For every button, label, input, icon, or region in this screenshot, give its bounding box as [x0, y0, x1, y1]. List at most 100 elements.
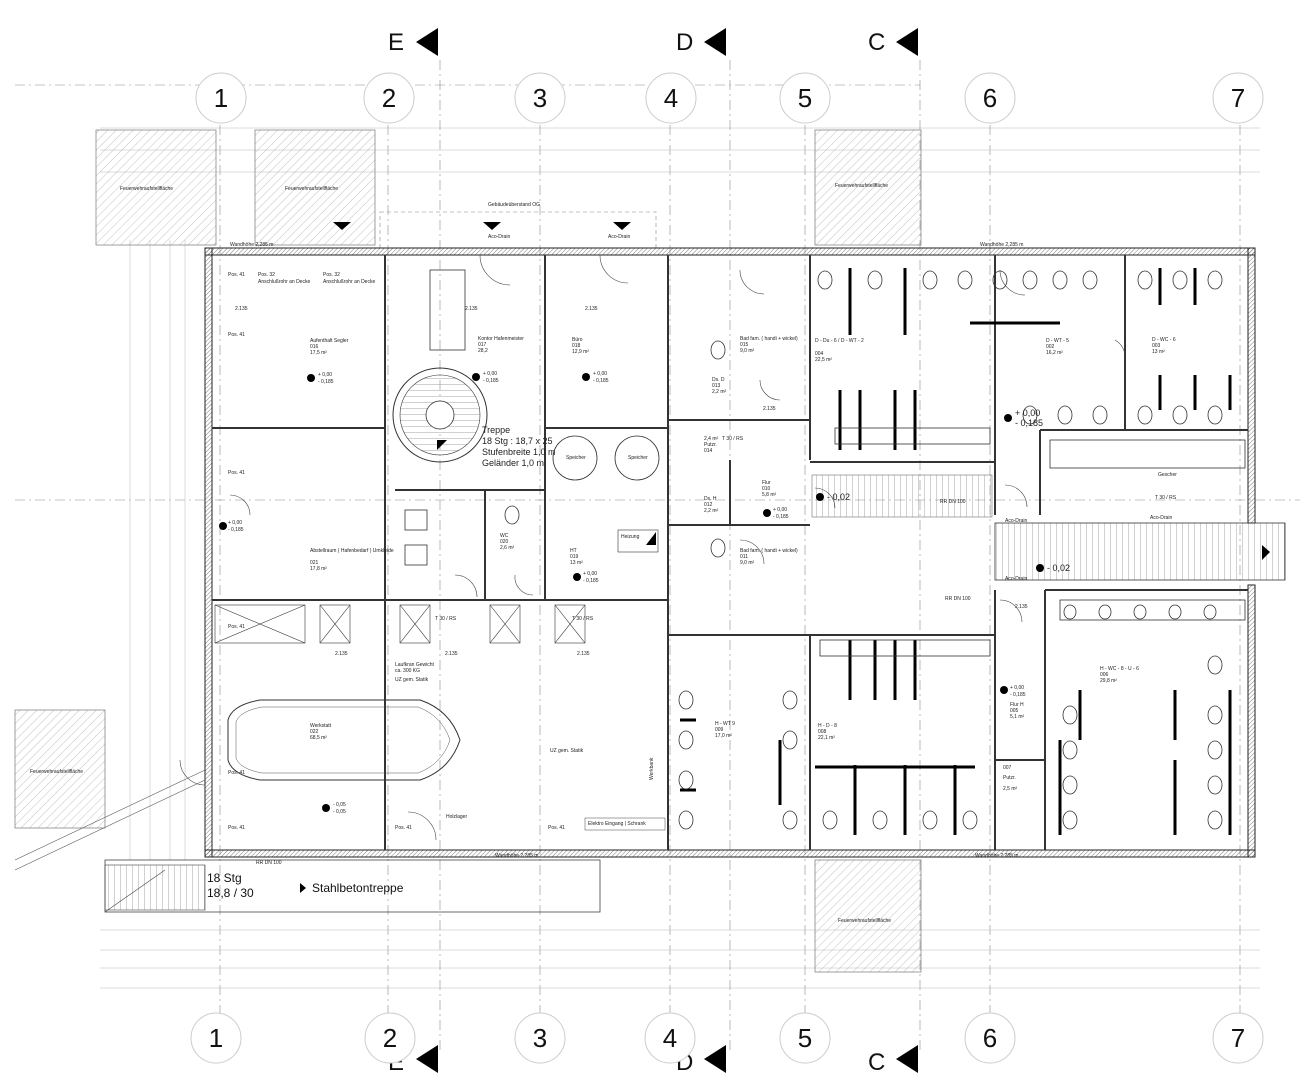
fire-label-1: Feuerwehraufstellfläche	[120, 186, 173, 192]
svg-text:Aufenthalt Segler: Aufenthalt Segler	[310, 338, 349, 344]
lvl-002-a: + 0,00	[1015, 408, 1040, 418]
svg-text:Büro: Büro	[572, 337, 583, 343]
axis-4-top: 4	[664, 83, 678, 113]
axis-1-bottom: 1	[209, 1023, 223, 1053]
section-markers-top: E D C	[388, 28, 918, 56]
lvl-016-b: - 0,185	[318, 379, 334, 385]
svg-text:014: 014	[704, 448, 713, 454]
svg-text:011: 011	[740, 554, 748, 560]
svg-text:5,8 m²: 5,8 m²	[762, 492, 777, 498]
aco-1: Aco-Drain	[1005, 576, 1027, 582]
room-014: 2,4 m² Putzr. 014	[704, 436, 719, 454]
svg-text:12,9 m²: 12,9 m²	[572, 349, 589, 355]
lvl-021-a: + 0,00	[228, 520, 242, 526]
lvl-corridor: - 0,02	[827, 492, 850, 502]
svg-text:019: 019	[570, 554, 579, 560]
axis-5-bottom-circle	[779, 1012, 831, 1064]
axis-2-bottom: 2	[383, 1023, 397, 1053]
axis-1-bottom-circle	[190, 1012, 242, 1064]
laufkran-label-2: ca. 300 KG	[395, 668, 420, 674]
speicher-tank-1	[552, 435, 598, 481]
svg-text:004: 004	[815, 351, 824, 357]
axis-3-top: 3	[533, 83, 547, 113]
svg-text:021: 021	[310, 560, 319, 566]
ramp-line-2	[14, 779, 206, 871]
elektro-label: Elektro Eingang | Schrank	[588, 821, 646, 827]
corridor-steps	[811, 474, 993, 518]
sanitary-partitions	[680, 268, 1232, 835]
pos41-7: Pos. 41	[395, 825, 412, 831]
lvl-010-a: + 0,00	[773, 507, 787, 513]
axis-4-top-circle	[645, 72, 697, 124]
svg-text:Werkstatt: Werkstatt	[310, 723, 332, 729]
svg-text:Flur H: Flur H	[1010, 702, 1024, 708]
axis-7-top-circle	[1212, 72, 1264, 124]
aco-4: Aco-Drain	[488, 234, 510, 240]
lvl-016-a: + 0,00	[318, 372, 332, 378]
upper-floor-overhang	[379, 211, 657, 249]
lvl-021-b: - 0,185	[228, 527, 244, 533]
rr-label-2: RR DN 100	[940, 499, 966, 505]
svg-text:007: 007	[1003, 765, 1012, 771]
svg-text:29,8 m²: 29,8 m²	[1100, 678, 1117, 684]
door-swings	[179, 254, 1126, 841]
section-c-top-arrow	[896, 28, 918, 56]
fire-area-top-left	[95, 129, 217, 246]
svg-text:002: 002	[1046, 344, 1055, 350]
axis-4-bottom: 4	[663, 1023, 677, 1053]
svg-text:13 m²: 13 m²	[1152, 349, 1165, 355]
svg-text:Putzr.: Putzr.	[704, 442, 717, 448]
axis-3-bottom: 3	[533, 1023, 547, 1053]
level-markers: + 0,00 - 0,185 + 0,00 - 0,185 + 0,00 - 0…	[219, 371, 1070, 815]
lvl-002-b: - 0,185	[1015, 418, 1043, 428]
outer-walls	[204, 247, 1256, 858]
axis-3-bottom-circle	[514, 1012, 566, 1064]
svg-text:WC: WC	[500, 533, 509, 539]
rr-label-1: RR DN 100	[945, 596, 971, 602]
lvl-022-b: - 0,05	[333, 809, 346, 815]
heizung-label: Heizung	[621, 534, 640, 540]
svg-text:018: 018	[572, 343, 581, 349]
door-label-6: 2.135	[577, 651, 590, 657]
anschluss-2: Anschlußrohr an Decke	[323, 279, 375, 285]
axis-2-top: 2	[382, 83, 396, 113]
pos32-2: Pos. 32	[323, 272, 340, 278]
svg-text:Flur: Flur	[762, 480, 771, 486]
room-004: D - Du - 6 / D - WT - 2 004 22,5 m²	[815, 338, 864, 363]
door-label-1: 2.135	[465, 306, 478, 312]
svg-text:Kontor Hafenmeister: Kontor Hafenmeister	[478, 336, 524, 342]
svg-text:Bad fam. ( handi + wickel): Bad fam. ( handi + wickel)	[740, 548, 798, 554]
aco-3: Aco-Drain	[1150, 515, 1172, 521]
axis-6-top-circle	[964, 72, 1016, 124]
aco-5: Aco-Drain	[608, 234, 630, 240]
door-label-2: 2.135	[585, 306, 598, 312]
fire-label-2: Feuerwehraufstellfläche	[285, 186, 338, 192]
pos41-1: Pos. 41	[228, 272, 245, 278]
axis-1-top: 1	[214, 83, 228, 113]
svg-text:D - Du - 6 / D - WT - 2: D - Du - 6 / D - WT - 2	[815, 338, 864, 344]
room-018: Büro 018 12,9 m²	[572, 337, 589, 355]
fire-area-top-right	[814, 129, 922, 246]
laufkran-label-1: Laufkran Gewicht	[395, 662, 435, 668]
uz-label: UZ gem. Statik	[550, 748, 584, 754]
gescher-label: Gescher	[1158, 472, 1177, 478]
svg-text:015: 015	[740, 342, 749, 348]
svg-text:H - WC - 8 - U - 6: H - WC - 8 - U - 6	[1100, 666, 1139, 672]
speicher-tank-2	[614, 435, 660, 481]
stair-direction-arrow	[300, 883, 306, 893]
section-c-bottom: C	[868, 1049, 885, 1076]
east-entrance-arrow	[1262, 545, 1270, 560]
svg-text:H - WT 9: H - WT 9	[715, 721, 735, 727]
section-e-bottom-arrow	[416, 1045, 438, 1073]
axis-7-top: 7	[1231, 83, 1245, 113]
room-022: Werkstatt 022 68,5 m²	[310, 723, 332, 741]
boat-outline	[227, 699, 461, 781]
lvl-018-b: - 0,185	[593, 378, 609, 384]
lvl-005-b: - 0,185	[1010, 692, 1026, 698]
t30-label-3: T 30 / RS	[722, 436, 744, 442]
pos41-5: Pos. 41	[228, 770, 245, 776]
svg-text:16,2 m²: 16,2 m²	[1046, 350, 1063, 356]
svg-text:008: 008	[818, 729, 827, 735]
overhang-label: Gebäudeüberstand OG	[488, 202, 540, 208]
room-007: 007 Putzr. 2,5 m²	[1003, 765, 1018, 792]
